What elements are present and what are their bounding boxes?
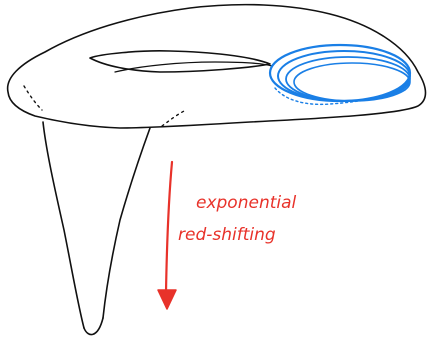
funnel-outline <box>8 5 426 335</box>
blue-rings <box>270 45 410 104</box>
throat-right <box>103 128 150 318</box>
ring-4 <box>294 63 410 101</box>
throat-left <box>43 122 84 328</box>
down-arrow-icon <box>158 162 176 309</box>
hidden-contour-right <box>162 110 186 126</box>
annotation-line-2: red-shifting <box>178 225 276 245</box>
hidden-contour-left <box>24 86 42 110</box>
ring-1 <box>270 45 410 101</box>
brim-outline <box>8 5 426 128</box>
annotation-line-1: exponential <box>196 193 297 213</box>
throat-bottom <box>84 318 103 335</box>
inner-hole <box>90 51 270 72</box>
